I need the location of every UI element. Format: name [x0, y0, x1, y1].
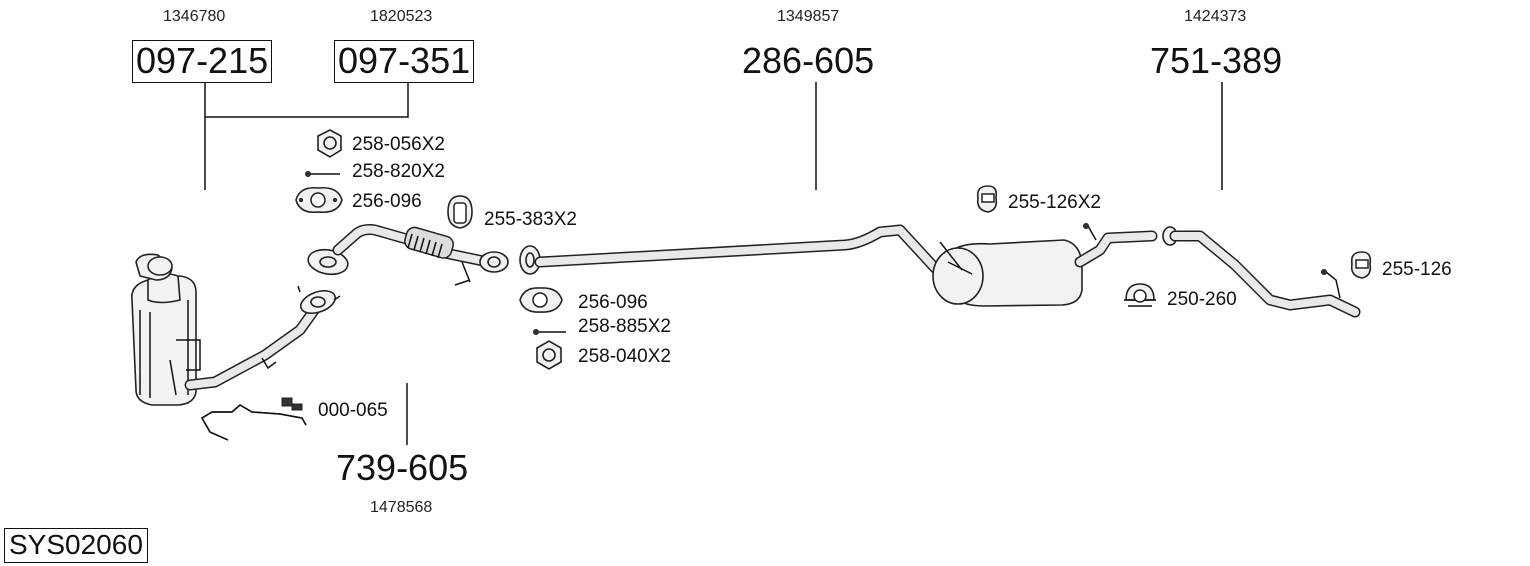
rear-pipe-751-389[interactable]: [1162, 226, 1361, 318]
part-number-097-351[interactable]: 097-351: [334, 40, 475, 83]
leader-097-group: [204, 82, 409, 190]
ref-1349857: 1349857: [777, 8, 840, 25]
fitting-icons-right: [976, 185, 1372, 307]
fitting-label-255-383[interactable]: 255-383X2: [484, 209, 577, 230]
fitting-label-258-820[interactable]: 258-820X2: [352, 161, 445, 182]
sensor-pipe-000-065[interactable]: [200, 397, 307, 441]
fitting-label-250-260[interactable]: 250-260: [1167, 289, 1237, 310]
leader-lines: [204, 82, 1223, 445]
dpf-catalyst-unit[interactable]: [131, 253, 201, 406]
intermediate-pipe-286-605[interactable]: [519, 224, 966, 288]
ref-1346780: 1346780: [163, 8, 226, 25]
ref-1820523: 1820523: [370, 8, 433, 25]
fitting-label-255-126x2[interactable]: 255-126X2: [1008, 192, 1101, 213]
part-number-097-215[interactable]: 097-215: [132, 40, 273, 83]
part-number-739-605[interactable]: 739-605: [336, 447, 469, 488]
fitting-label-258-056[interactable]: 258-056X2: [352, 134, 445, 155]
fitting-label-258-885[interactable]: 258-885X2: [578, 316, 671, 337]
fitting-icons-left: [295, 129, 566, 370]
ref-1478568: 1478568: [370, 499, 433, 516]
flex-pipe[interactable]: [306, 224, 509, 286]
fitting-label-258-040[interactable]: 258-040X2: [578, 346, 671, 367]
system-code: SYS02060: [4, 528, 148, 563]
fitting-label-256-096-a[interactable]: 256-096: [352, 191, 422, 212]
part-number-286-605[interactable]: 286-605: [742, 40, 875, 81]
fitting-label-256-096-b[interactable]: 256-096: [578, 292, 648, 313]
front-pipe-739-605[interactable]: [184, 285, 341, 391]
part-number-751-389[interactable]: 751-389: [1150, 40, 1283, 81]
fitting-label-000-065[interactable]: 000-065: [318, 400, 388, 421]
fitting-label-255-126[interactable]: 255-126: [1382, 259, 1452, 280]
center-silencer[interactable]: [932, 223, 1158, 307]
ref-1424373: 1424373: [1184, 8, 1247, 25]
